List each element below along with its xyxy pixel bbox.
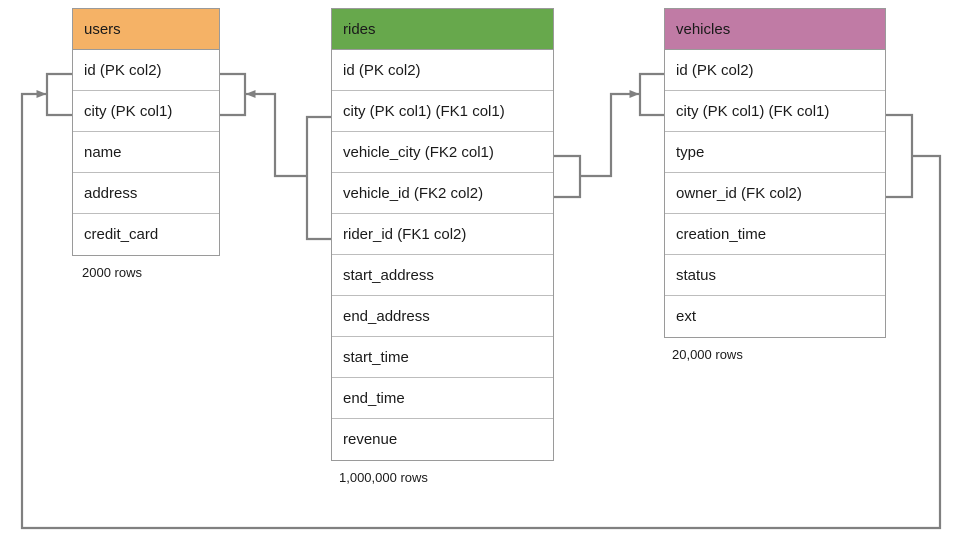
- table-rides-row-count: 1,000,000 rows: [339, 470, 428, 485]
- table-vehicles-header[interactable]: vehicles: [665, 9, 885, 50]
- table-vehicles-column-city[interactable]: city (PK col1) (FK col1): [665, 91, 885, 132]
- table-users[interactable]: users id (PK col2) city (PK col1) name a…: [72, 8, 220, 256]
- table-rides[interactable]: rides id (PK col2) city (PK col1) (FK1 c…: [331, 8, 554, 461]
- table-rides-column-revenue[interactable]: revenue: [332, 419, 553, 460]
- rides-fk2-bracket: [554, 154, 582, 199]
- table-vehicles-column-creation-time[interactable]: creation_time: [665, 214, 885, 255]
- vehicles-fk-bracket: [886, 113, 914, 199]
- table-users-column-city[interactable]: city (PK col1): [73, 91, 219, 132]
- table-users-column-name[interactable]: name: [73, 132, 219, 173]
- users-right-key-bracket: [220, 72, 247, 117]
- table-rides-column-end-address[interactable]: end_address: [332, 296, 553, 337]
- table-rides-column-vehicle-id[interactable]: vehicle_id (FK2 col2): [332, 173, 553, 214]
- wire-rides-vehicle-to-vehicles: [580, 90, 640, 178]
- table-rides-column-rider-id[interactable]: rider_id (FK1 col2): [332, 214, 553, 255]
- table-vehicles-column-id[interactable]: id (PK col2): [665, 50, 885, 91]
- table-rides-header[interactable]: rides: [332, 9, 553, 50]
- table-users-column-id[interactable]: id (PK col2): [73, 50, 219, 91]
- rides-fk1-bracket: [305, 115, 331, 241]
- table-vehicles-column-ext[interactable]: ext: [665, 296, 885, 337]
- table-rides-column-end-time[interactable]: end_time: [332, 378, 553, 419]
- table-rides-column-id[interactable]: id (PK col2): [332, 50, 553, 91]
- table-rides-column-start-address[interactable]: start_address: [332, 255, 553, 296]
- table-users-header[interactable]: users: [73, 9, 219, 50]
- table-vehicles-row-count: 20,000 rows: [672, 347, 743, 362]
- table-vehicles-column-type[interactable]: type: [665, 132, 885, 173]
- table-users-column-address[interactable]: address: [73, 173, 219, 214]
- vehicles-left-key-bracket: [638, 72, 664, 117]
- table-users-column-credit-card[interactable]: credit_card: [73, 214, 219, 255]
- table-rides-column-vehicle-city[interactable]: vehicle_city (FK2 col1): [332, 132, 553, 173]
- wire-rides-rider-to-users: [245, 90, 307, 178]
- table-rides-column-start-time[interactable]: start_time: [332, 337, 553, 378]
- users-left-key-bracket: [45, 72, 72, 117]
- table-vehicles-column-status[interactable]: status: [665, 255, 885, 296]
- table-users-row-count: 2000 rows: [82, 265, 142, 280]
- table-rides-column-city[interactable]: city (PK col1) (FK1 col1): [332, 91, 553, 132]
- table-vehicles-column-owner-id[interactable]: owner_id (FK col2): [665, 173, 885, 214]
- table-vehicles[interactable]: vehicles id (PK col2) city (PK col1) (FK…: [664, 8, 886, 338]
